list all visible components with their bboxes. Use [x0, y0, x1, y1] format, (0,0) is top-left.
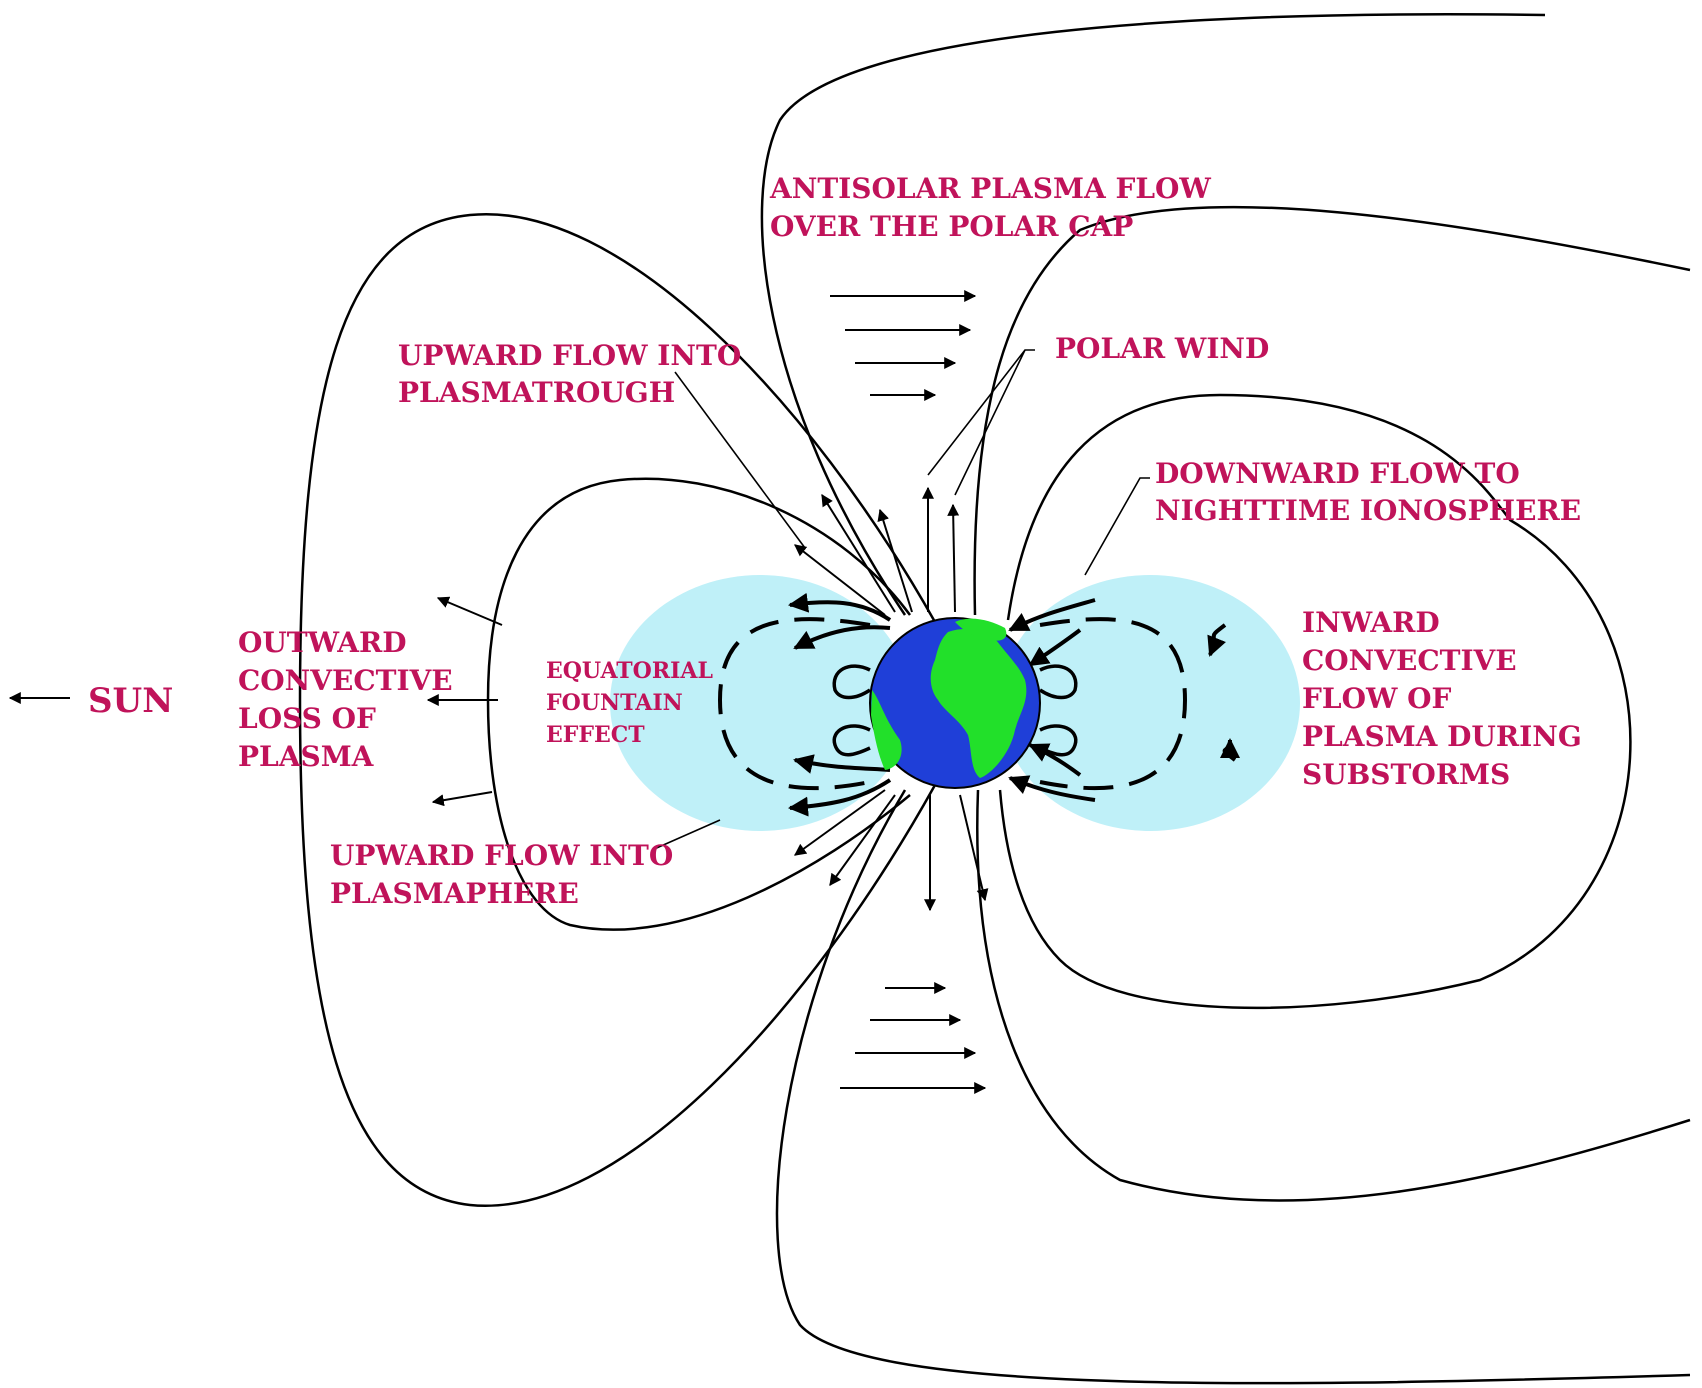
plasmasphere-circulation — [717, 617, 1188, 791]
field-line-tail-north-2 — [973, 205, 1691, 616]
label-antisolar-line-2: OVER THE POLAR CAP — [770, 210, 1133, 243]
label-upward-sphere-line-2: PLASMAPHERE — [330, 877, 579, 910]
near-earth-flow-arrows — [788, 592, 1240, 817]
label-inward-line-5: SUBSTORMS — [1302, 758, 1510, 791]
label-downward-line-2: NIGHTTIME IONOSPHERE — [1155, 494, 1581, 527]
label-inward-line-2: CONVECTIVE — [1302, 644, 1517, 677]
outward-arrow-1 — [436, 596, 503, 626]
arrow-day-upper-2 — [793, 625, 891, 650]
field-line-outer-day — [298, 212, 937, 1208]
polar-wind-arrow-north-4 — [821, 493, 896, 613]
leader-lines — [651, 349, 1150, 851]
arrow-night-upper-1 — [1008, 598, 1096, 632]
fountain-loop-night-upper — [1039, 664, 1078, 700]
label-upward-trough-line-1: UPWARD FLOW INTO — [398, 339, 741, 372]
fountain-loop-night-lower — [1039, 724, 1078, 757]
label-upward-trough-line-2: PLASMATROUGH — [398, 376, 675, 409]
arrow-day-lower-2 — [793, 754, 891, 774]
polar-wind-arrow-south-4 — [794, 789, 886, 856]
fountain-loops — [832, 664, 1078, 757]
label-inward-line-1: INWARD — [1302, 606, 1440, 639]
label-antisolar-line-1: ANTISOLAR PLASMA FLOW — [769, 172, 1211, 205]
arrow-night-lower-2 — [1028, 743, 1082, 777]
field-line-tail-south-2 — [775, 789, 1691, 1385]
polar-wind-arrow-south-2 — [959, 794, 989, 902]
polar-wind-arrow-south-3 — [829, 794, 896, 886]
earth-land-africa — [930, 628, 1027, 778]
dashed-loop-night — [1039, 617, 1188, 791]
label-inward-line-4: PLASMA DURING — [1302, 720, 1582, 753]
field-line-closed-night — [998, 393, 1632, 1010]
label-inward-line-3: FLOW OF — [1302, 682, 1452, 715]
label-fountain-line-3: EFFECT — [546, 722, 645, 748]
arrow-day-lower-1 — [788, 778, 892, 817]
leader-downward — [1084, 477, 1150, 576]
label-outward-line-3: LOSS OF — [238, 702, 376, 735]
leader-upward-trough — [674, 371, 806, 549]
label-outward-line-1: OUTWARD — [238, 626, 407, 659]
fountain-loop-day-upper — [832, 664, 871, 700]
leader-polar-wind — [927, 349, 1035, 496]
label-downward-line-1: DOWNWARD FLOW TO — [1155, 457, 1520, 490]
arrow-inward-1 — [1207, 623, 1227, 657]
fountain-loop-day-lower — [832, 724, 871, 757]
label-polar-wind: POLAR WIND — [1055, 332, 1269, 365]
field-line-tail-south-1 — [976, 789, 1691, 1202]
outward-arrow-3 — [431, 791, 493, 807]
arrow-night-lower-1 — [1008, 775, 1096, 802]
field-line-tail-north-1 — [760, 13, 1546, 616]
label-outward-line-4: PLASMA — [238, 740, 375, 773]
arrow-night-upper-2 — [1028, 628, 1082, 667]
leader-upward-sphere — [651, 819, 721, 851]
polar-wind-arrow-north-5 — [794, 544, 886, 616]
earth-land-americas — [871, 690, 902, 770]
arrow-inward-2 — [1219, 738, 1240, 762]
label-sun: SUN — [88, 681, 173, 721]
polar-wind-arrow-north-2 — [947, 503, 960, 613]
earth-globe-icon — [869, 617, 1041, 789]
label-fountain-line-1: EQUATORIAL — [546, 658, 713, 684]
label-outward-line-2: CONVECTIVE — [238, 664, 453, 697]
label-upward-sphere-line-1: UPWARD FLOW INTO — [330, 839, 673, 872]
polar-wind-arrow-north-3 — [877, 508, 913, 613]
diagram-labels: SUN ANTISOLAR PLASMA FLOW OVER THE POLAR… — [88, 172, 1582, 910]
label-fountain-line-2: FOUNTAIN — [546, 690, 683, 716]
polar-flow-arrows — [8, 290, 989, 1094]
earth-land-europe — [955, 618, 1007, 641]
magnetic-field-lines — [298, 13, 1691, 1385]
dashed-loop-day — [717, 617, 871, 791]
arrow-day-upper-1 — [788, 592, 892, 622]
